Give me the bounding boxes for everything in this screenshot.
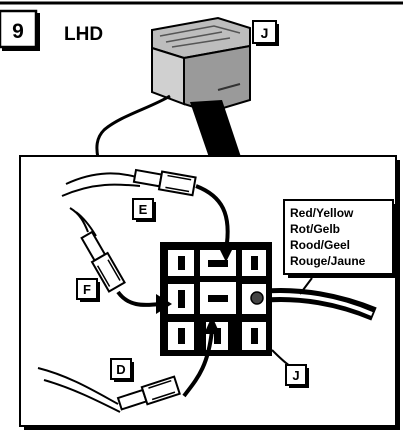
callout-f: F [76, 278, 100, 302]
wire-color-line: Rot/Gelb [290, 222, 340, 236]
step-number: 9 [12, 20, 24, 43]
svg-text:J: J [292, 368, 299, 383]
wire-color-line: Rouge/Jaune [290, 254, 366, 268]
relay-icon [95, 16, 251, 172]
wire-color-box: Red/Yellow Rot/Gelb Rood/Geel Rouge/Jaun… [283, 199, 397, 278]
callout-e: E [132, 198, 156, 222]
insertion-arrows [116, 184, 291, 398]
step-number-box: 9 [0, 9, 40, 51]
svg-text:E: E [139, 202, 148, 217]
callout-j-socket: J [285, 364, 309, 388]
arrow-heads [156, 242, 236, 334]
relay-callout: J [252, 20, 279, 46]
svg-text:F: F [83, 282, 91, 297]
relay-label: J [261, 25, 269, 41]
spade-terminal-icon [80, 168, 197, 411]
svg-text:D: D [116, 362, 125, 377]
wire-color-line: Red/Yellow [290, 206, 354, 220]
relay-socket-icon [160, 242, 272, 356]
wire-color-leader [299, 277, 313, 295]
wire-color-line: Rood/Geel [290, 238, 350, 252]
variant-label: LHD [64, 24, 103, 45]
callout-d: D [110, 358, 134, 382]
